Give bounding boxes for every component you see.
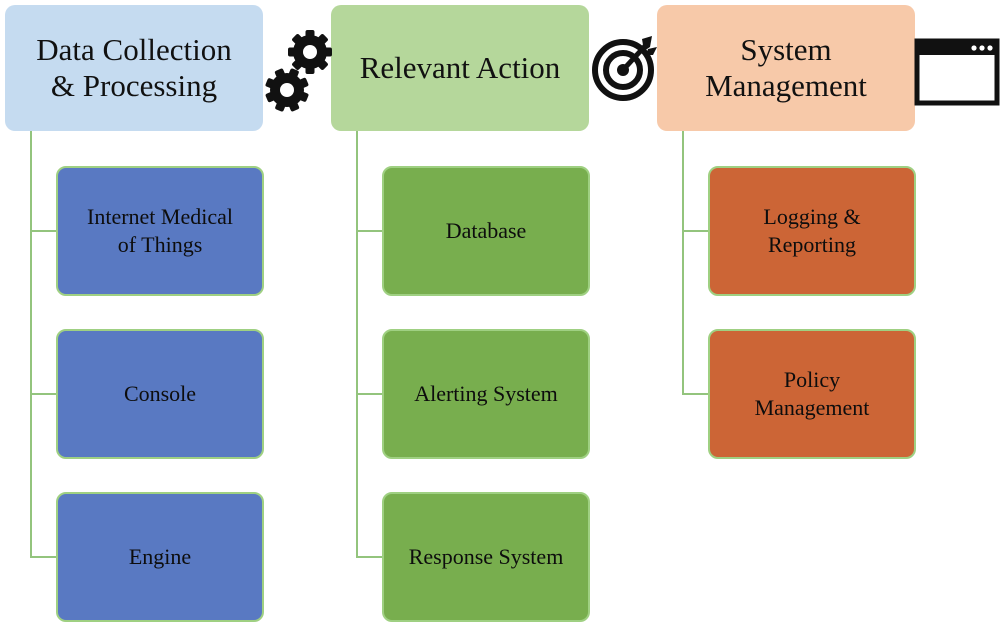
connector-horizontal <box>682 230 709 232</box>
target-icon <box>592 36 657 101</box>
connector-horizontal <box>30 230 57 232</box>
item-console: Console <box>56 329 264 459</box>
connector-horizontal <box>356 393 383 395</box>
connector-vertical <box>682 131 684 395</box>
connector-horizontal <box>30 393 57 395</box>
header-relevant-action: Relevant Action <box>331 5 589 131</box>
item-database: Database <box>382 166 590 296</box>
browser-window-icon <box>914 38 1000 106</box>
item-logging-reporting: Logging & Reporting <box>708 166 916 296</box>
connector-horizontal <box>356 556 383 558</box>
connector-vertical <box>30 131 32 558</box>
item-response-system: Response System <box>382 492 590 622</box>
header-data-collection: Data Collection & Processing <box>5 5 263 131</box>
item-engine: Engine <box>56 492 264 622</box>
connector-horizontal <box>30 556 57 558</box>
connector-horizontal <box>356 230 383 232</box>
item-policy-management: Policy Management <box>708 329 916 459</box>
gears-icon <box>265 30 332 112</box>
connector-horizontal <box>682 393 709 395</box>
connector-vertical <box>356 131 358 558</box>
header-system-management: System Management <box>657 5 915 131</box>
item-alerting-system: Alerting System <box>382 329 590 459</box>
item-internet-medical-of-things: Internet Medical of Things <box>56 166 264 296</box>
